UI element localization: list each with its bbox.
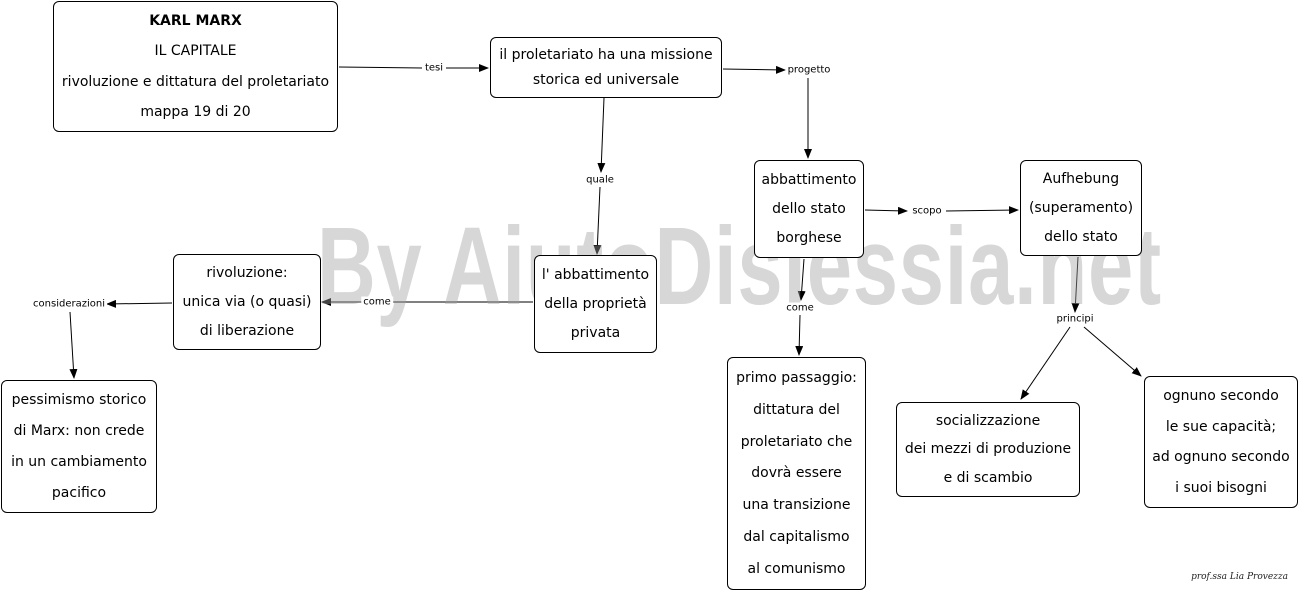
node-line: (superamento) [1028, 199, 1134, 216]
node-line: i suoi bisogni [1175, 479, 1267, 496]
edge-mission-progetto [722, 65, 786, 74]
edge-rivol-considerazioni [106, 299, 173, 308]
node-rivoluzione: rivoluzione: unica via (o quasi) di libe… [173, 254, 321, 350]
label-come-stato: come [784, 302, 816, 314]
node-abbattimento-stato: abbattimento dello stato borghese [754, 160, 864, 258]
node-line: le sue capacità; [1165, 418, 1277, 435]
node-line: rivoluzione e dittatura del proletariato [61, 73, 330, 90]
node-socializzazione: socializzazione dei mezzi di produzione … [896, 402, 1080, 497]
edge-title-tesi [338, 66, 423, 69]
node-line: una transizione [742, 497, 851, 514]
label-tesi: tesi [422, 62, 446, 74]
node-line: dal capitalismo [743, 529, 850, 546]
label-principi: principi [1054, 313, 1096, 325]
node-line: pessimismo storico [11, 392, 147, 409]
node-line: e di scambio [943, 469, 1033, 486]
node-line: dello stato [1044, 228, 1118, 245]
node-proletariato-missione: il proletariato ha una missione storica … [490, 37, 722, 98]
label-progetto: progetto [785, 64, 833, 76]
node-line: di Marx: non crede [13, 423, 145, 440]
node-line: dello stato [772, 200, 846, 217]
author-credit: prof.ssa Lia Provezza [1191, 572, 1288, 582]
node-line: l' abbattimento [541, 266, 650, 283]
node-line: il proletariato ha una missione [499, 46, 713, 63]
edge-principi-ognuno [1083, 326, 1142, 377]
node-line: KARL MARX [149, 13, 242, 30]
node-line: rivoluzione: [206, 265, 288, 282]
label-quale: quale [584, 174, 616, 186]
edge-considerazioni-pess [69, 311, 78, 379]
node-line: al comunismo [747, 560, 846, 577]
node-line: mappa 19 di 20 [140, 103, 251, 120]
edge-stato-scopo [864, 206, 908, 215]
node-line: borghese [776, 230, 842, 247]
node-line: ad ognuno secondo [1152, 449, 1290, 466]
node-line: dittatura del [753, 401, 840, 418]
label-considerazioni: considerazioni [31, 298, 107, 310]
edge-aufheb-principi [1071, 256, 1080, 313]
node-line: dei mezzi di produzione [904, 441, 1072, 458]
label-scopo: scopo [910, 205, 944, 217]
node-line: di liberazione [199, 322, 295, 339]
node-line: storica ed universale [532, 72, 680, 89]
node-line: privata [570, 325, 621, 342]
edge-stato-come [797, 258, 806, 301]
node-line: in un cambiamento [11, 453, 147, 470]
node-line: IL CAPITALE [154, 43, 237, 60]
label-come-proprieta: come [361, 296, 393, 308]
edge-mission-quale [597, 97, 606, 173]
edge-principi-social [1020, 326, 1071, 400]
node-line: pacifico [51, 484, 107, 501]
node-line: primo passaggio: [736, 369, 857, 386]
node-line: proletariato che [740, 433, 853, 450]
node-line: Aufhebung [1042, 171, 1120, 188]
node-line: dovrà essere [751, 465, 842, 482]
node-line: abbattimento [761, 171, 857, 188]
node-karl-marx-title: KARL MARX IL CAPITALE rivoluzione e ditt… [53, 1, 338, 132]
edge-scopo-aufheb [945, 206, 1019, 215]
node-pessimismo-storico: pessimismo storico di Marx: non crede in… [1, 380, 157, 513]
node-line: ognuno secondo [1163, 388, 1279, 405]
node-aufhebung: Aufhebung (superamento) dello stato [1020, 160, 1142, 256]
edge-quale-proprieta [593, 186, 602, 255]
node-ognuno-secondo: ognuno secondo le sue capacità; ad ognun… [1144, 376, 1298, 508]
edge-come-primo [795, 314, 804, 356]
node-line: della proprietà [544, 295, 647, 312]
node-line: socializzazione [935, 413, 1041, 430]
node-abbattimento-proprieta: l' abbattimento della proprietà privata [534, 255, 657, 353]
node-line: unica via (o quasi) [182, 293, 312, 310]
node-primo-passaggio: primo passaggio: dittatura del proletari… [727, 357, 866, 590]
